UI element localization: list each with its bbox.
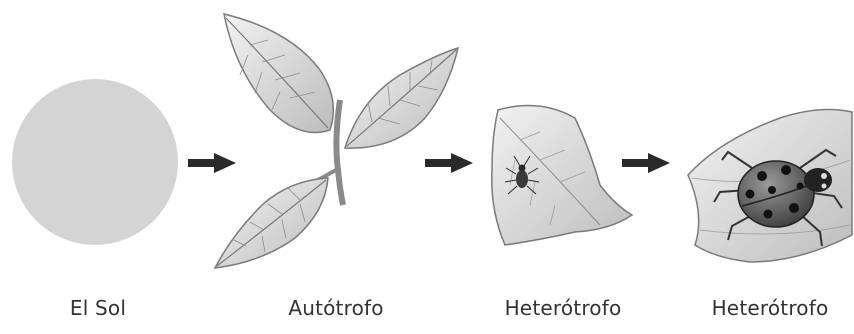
sun-circle: [12, 79, 178, 245]
label-heterotroph-ladybug: Heterótrofo: [712, 296, 829, 320]
aphid-on-leaf-icon: [492, 106, 632, 246]
arrow-aphid-to-ladybug: [622, 153, 670, 173]
arrow-sun-to-plant: [188, 153, 236, 173]
label-autotroph: Autótrofo: [288, 296, 383, 320]
ladybug-on-leaf-icon: [688, 110, 852, 262]
leaf-top-right: [345, 48, 458, 148]
arrow-plant-to-aphid: [425, 153, 473, 173]
label-heterotroph-aphid: Heterótrofo: [505, 296, 622, 320]
plant-leaves-icon: [215, 14, 458, 268]
label-sun: El Sol: [70, 296, 126, 320]
leaf-top-left: [224, 14, 333, 133]
leaf-bottom-left: [215, 178, 328, 268]
